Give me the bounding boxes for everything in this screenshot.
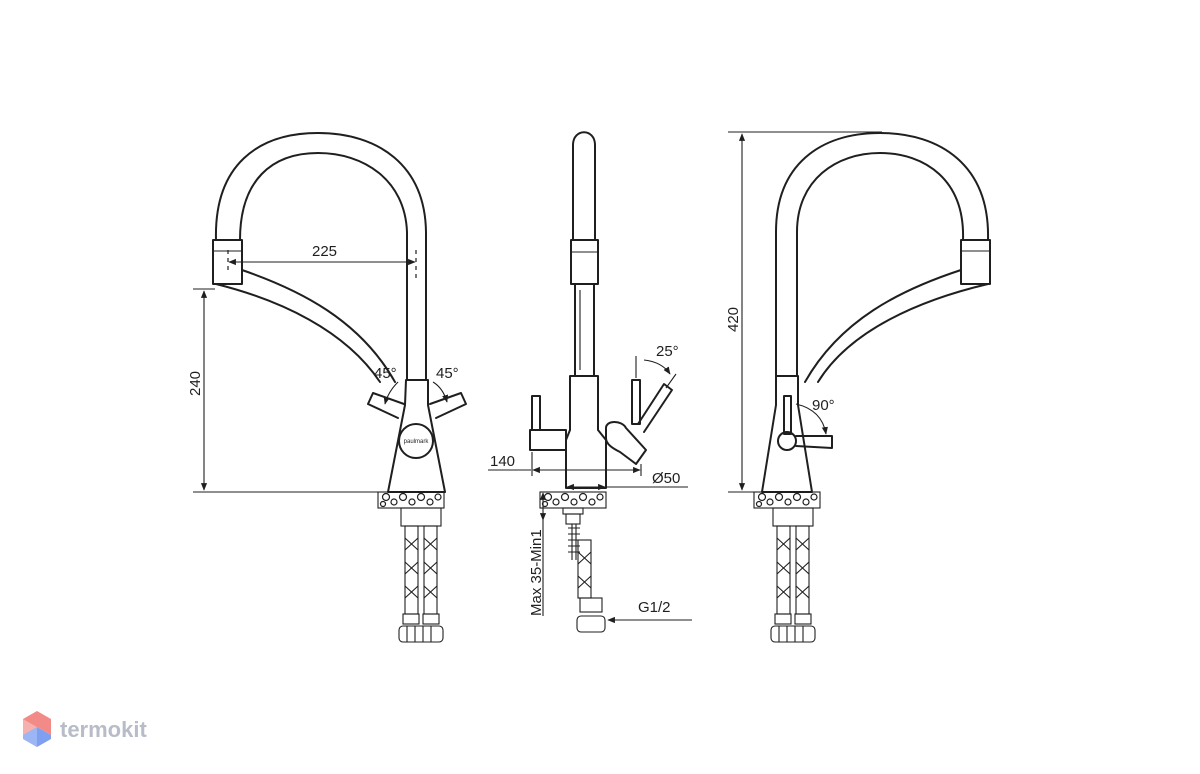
front-view: paulmark 45° 45° 225 240 [187,132,467,643]
countertop-thickness-label: Max 35-Min1 [528,529,545,616]
spout-reach-label: 225 [312,243,337,260]
front-lever-left [367,392,405,419]
side-view: 25° 140 Ø50 Max 35-Min1 G1/2 [488,131,692,633]
back-spout-arch [775,132,990,377]
brand-label: paulmark [404,439,430,445]
front-logo-disc [398,423,434,459]
base-diameter-label: Ø50 [652,470,680,487]
front-hose [215,269,396,383]
front-spout-arch [214,132,427,381]
side-lever-swing-label: 90° [812,397,835,414]
front-body [387,379,446,493]
total-height-label: 420 [725,307,742,332]
side-lever-left [531,395,541,431]
lever-angle-left: 45° [374,365,397,382]
connection-label: G1/2 [638,599,671,616]
watermark-text: termokit [60,717,147,742]
base-depth-label: 140 [490,453,515,470]
lever-angle-right: 45° [436,365,459,382]
side-spout-lower [574,283,595,377]
spout-height-label: 240 [187,371,204,396]
side-spout-collar [570,239,599,285]
side-spout [572,131,596,241]
watermark: termokit [23,711,147,747]
lever-tilt-label: 25° [656,343,679,360]
back-spout-head [960,239,991,285]
back-hose [804,269,989,383]
front-lever-right [429,392,467,419]
back-lever [783,395,792,435]
side-body [565,375,607,489]
side-lever-right [605,421,647,465]
termokit-logo-icon [23,711,51,747]
back-view: 90° 420 [725,131,991,643]
